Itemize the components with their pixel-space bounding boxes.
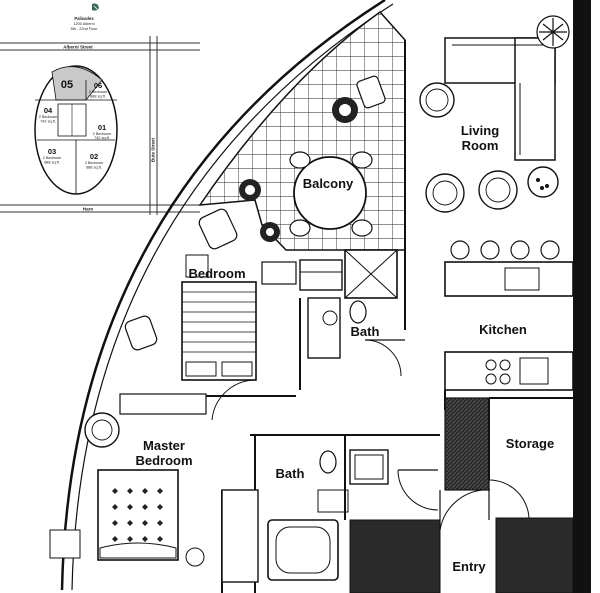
right-exterior-wall xyxy=(573,0,591,593)
master-bedroom-label-line1: Master xyxy=(143,438,185,453)
kitchen-counter xyxy=(444,351,574,391)
building-name: Palisades xyxy=(74,16,94,21)
building-address: 1200 Alberni xyxy=(73,22,94,26)
unit-01-area: 742 sq.ft. xyxy=(94,136,110,140)
sink-icon xyxy=(504,267,540,291)
closet-icon xyxy=(119,393,207,415)
unit-02-area: 888 sq.ft. xyxy=(86,166,102,170)
storage-label: Storage xyxy=(506,436,554,451)
plant-icon xyxy=(536,15,570,49)
unit-02-type: 2 Bedroom xyxy=(85,161,104,165)
street-label-top: Alberni Street xyxy=(63,45,93,50)
street-label-right: Bute Street xyxy=(151,138,156,163)
toilet-icon xyxy=(349,300,367,324)
entry-label: Entry xyxy=(452,559,486,574)
unit-02-number: 02 xyxy=(90,152,98,161)
lounge-chair-icon xyxy=(198,75,386,250)
living-room xyxy=(404,15,570,250)
unit-06-type: 2 Bedroom xyxy=(89,90,108,94)
armchair-icon xyxy=(419,82,559,213)
street-label-bottom: Haro xyxy=(83,207,94,212)
building-oval xyxy=(34,65,118,195)
balcony xyxy=(198,10,406,251)
plant-icon xyxy=(239,97,358,242)
nightstand-icon xyxy=(49,529,81,559)
unit-03-type: 2 Bedroom xyxy=(43,156,62,160)
unit-06-area: 888 sq.ft. xyxy=(90,95,106,99)
unit-06-number: 06 xyxy=(94,81,102,90)
upper-bath-label: Bath xyxy=(351,324,380,339)
stove-icon xyxy=(485,359,511,385)
unit-04-type: 2 Bedroom xyxy=(39,115,58,119)
entry-walls xyxy=(349,489,574,593)
toilet-icon xyxy=(319,450,337,474)
storage-closet xyxy=(444,397,573,521)
key-map: Palisades 1200 Alberni 5th - 22nd Floor … xyxy=(0,0,200,215)
armchair-icon xyxy=(84,412,120,448)
vanity-icon xyxy=(307,297,341,359)
kitchen-label: Kitchen xyxy=(479,322,527,337)
living-room-label-line1: Living xyxy=(461,123,499,138)
master-bedroom-label-line2: Bedroom xyxy=(135,453,192,468)
lower-bath xyxy=(221,434,440,593)
unit-05-number: 05 xyxy=(61,79,73,91)
unit-04-area: 742 sq.ft. xyxy=(40,120,56,124)
master-bedroom xyxy=(49,412,223,593)
upper-bath xyxy=(299,249,406,390)
lounge-chair-icon xyxy=(124,315,158,351)
unit-04-number: 04 xyxy=(44,106,53,115)
bedroom xyxy=(119,254,297,421)
bathtub-icon xyxy=(267,519,339,581)
balcony-table xyxy=(289,151,373,237)
unit-05-highlight xyxy=(51,66,103,101)
bar-stool-icon xyxy=(450,240,560,260)
unit-01-type: 2 Bedroom xyxy=(93,132,112,136)
building-floors: 5th - 22nd Floor xyxy=(71,27,99,31)
sink-icon xyxy=(349,449,389,485)
balcony-label: Balcony xyxy=(303,176,354,191)
bedroom-label: Bedroom xyxy=(188,266,245,281)
sofa-icon xyxy=(444,37,556,161)
kitchen xyxy=(444,240,574,410)
unit-01-number: 01 xyxy=(98,123,106,132)
building-logo-icon xyxy=(92,3,99,11)
unit-03-area: 888 sq.ft. xyxy=(44,161,60,165)
lower-bath-label: Bath xyxy=(276,466,305,481)
plant-icon xyxy=(185,547,205,567)
unit-03-number: 03 xyxy=(48,147,56,156)
living-room-label-line2: Room xyxy=(462,138,499,153)
sink-icon xyxy=(519,357,549,385)
curved-exterior-wall xyxy=(60,0,394,591)
closet-icon xyxy=(221,489,259,583)
